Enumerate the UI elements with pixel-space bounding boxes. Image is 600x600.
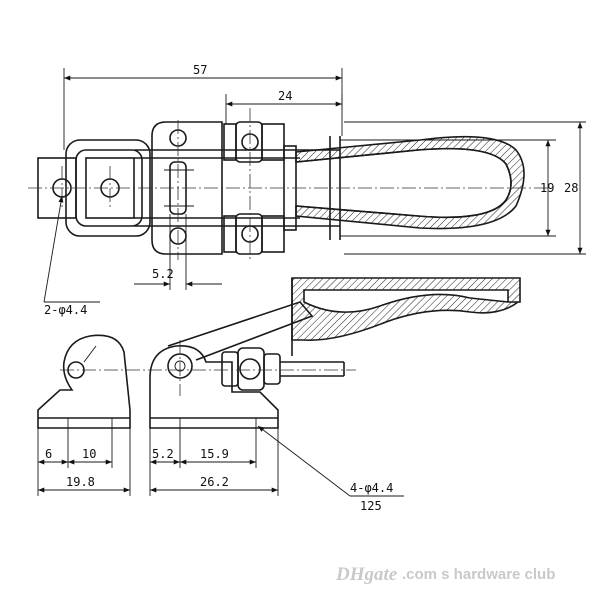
dim-10: 10	[82, 447, 96, 461]
nut-bottom-a	[223, 215, 237, 253]
side-view	[37, 277, 521, 429]
dim-5-2-bottom: 5.2	[152, 447, 174, 461]
dim-26-2: 26.2	[200, 475, 229, 489]
dimensions: 57 24 19 28 5.2 2-φ4.4 6 1	[37, 63, 586, 513]
hook-base-side	[37, 334, 131, 429]
dim-6: 6	[45, 447, 52, 461]
dim-15-9: 15.9	[200, 447, 229, 461]
dim-5-2-top: 5.2	[152, 267, 174, 281]
callout-4-hole: 4-φ4.4	[350, 481, 393, 495]
watermark-text: .com s hardware club	[402, 566, 555, 583]
dim-28: 28	[564, 181, 578, 195]
callout-2-hole: 2-φ4.4	[44, 303, 87, 317]
base-plate	[151, 121, 223, 255]
link-arm	[167, 301, 314, 361]
dim-19-8: 19.8	[66, 475, 95, 489]
dim-125: 125	[360, 499, 382, 513]
nut-top-a	[223, 123, 237, 161]
watermark-logo: DHgate	[335, 564, 398, 585]
side-nut-c	[263, 353, 281, 385]
side-nut-a	[221, 351, 239, 387]
watermark: DHgate .com s hardware club	[335, 564, 555, 585]
dim-19: 19	[540, 181, 554, 195]
dim-24: 24	[278, 89, 292, 103]
lever-section	[291, 277, 521, 341]
clamp-base-side	[149, 345, 279, 429]
nut-top-c	[261, 123, 285, 161]
top-view	[28, 108, 548, 260]
dim-57: 57	[193, 63, 207, 77]
nut-bottom-c	[261, 215, 285, 253]
handle-inner	[295, 147, 512, 219]
